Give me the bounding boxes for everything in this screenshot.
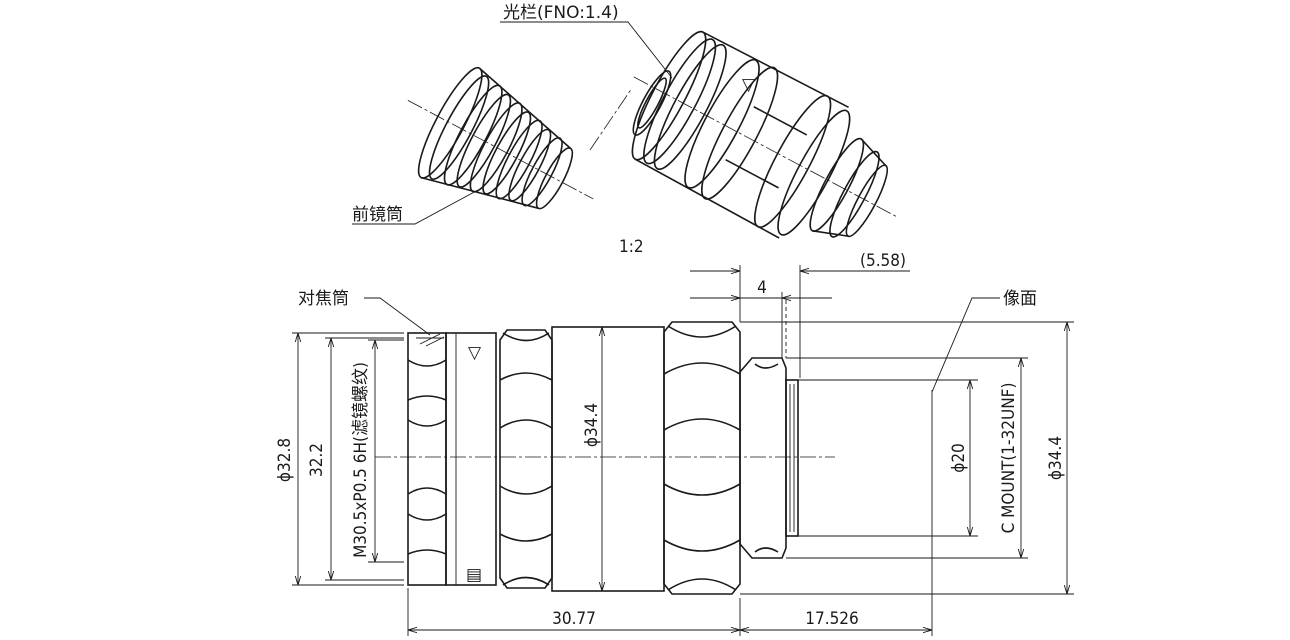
main-body-part bbox=[631, 30, 899, 239]
scale-mark: ▤ bbox=[466, 565, 482, 585]
dim-34-4-right: ϕ34.4 bbox=[1046, 436, 1066, 480]
front-barrel-part bbox=[407, 66, 594, 210]
aperture-label: 光栏(FNO:1.4) bbox=[503, 3, 619, 23]
dim-filter-thread: M30.5xP0.5 6H(滤镜螺纹) bbox=[351, 362, 371, 558]
exploded-index-mark: ▽ bbox=[742, 75, 756, 95]
front-barrel-label: 前镜筒 bbox=[352, 205, 403, 225]
side-view: ▽ ▤ bbox=[275, 251, 1074, 636]
scale-ring: ▽ ▤ bbox=[445, 332, 497, 586]
exploded-axis-dash bbox=[589, 87, 633, 151]
dim-32-2: 32.2 bbox=[307, 443, 327, 477]
hex-nut-front bbox=[499, 329, 553, 589]
scale-label: 1:2 bbox=[619, 237, 644, 257]
dim-5-58: (5.58) bbox=[860, 251, 906, 271]
c-mount-thread bbox=[739, 357, 799, 559]
dim-32-8: ϕ32.8 bbox=[275, 438, 295, 482]
dim-c-mount: C MOUNT(1-32UNF) bbox=[999, 383, 1019, 534]
dim-34-4-mid: ϕ34.4 bbox=[582, 403, 602, 447]
dim-20: ϕ20 bbox=[949, 443, 969, 473]
focus-ring bbox=[407, 332, 447, 586]
hex-nut-rear bbox=[663, 321, 741, 595]
focus-barrel-label: 对焦筒 bbox=[298, 289, 349, 309]
image-plane-leader bbox=[931, 297, 1000, 393]
aperture-leader bbox=[500, 21, 673, 79]
dim-17-526: 17.526 bbox=[805, 609, 859, 629]
main-cylinder bbox=[551, 326, 665, 592]
image-plane-label: 像面 bbox=[1003, 289, 1037, 309]
focus-barrel-leader bbox=[364, 297, 431, 336]
dim-4: 4 bbox=[757, 278, 767, 298]
front-barrel-leader bbox=[352, 189, 479, 225]
exploded-view: ▽ 光栏(FNO:1.4) 前镜筒 1:2 bbox=[352, 3, 899, 257]
index-triangle: ▽ bbox=[468, 343, 482, 363]
dim-30-77: 30.77 bbox=[552, 609, 596, 629]
